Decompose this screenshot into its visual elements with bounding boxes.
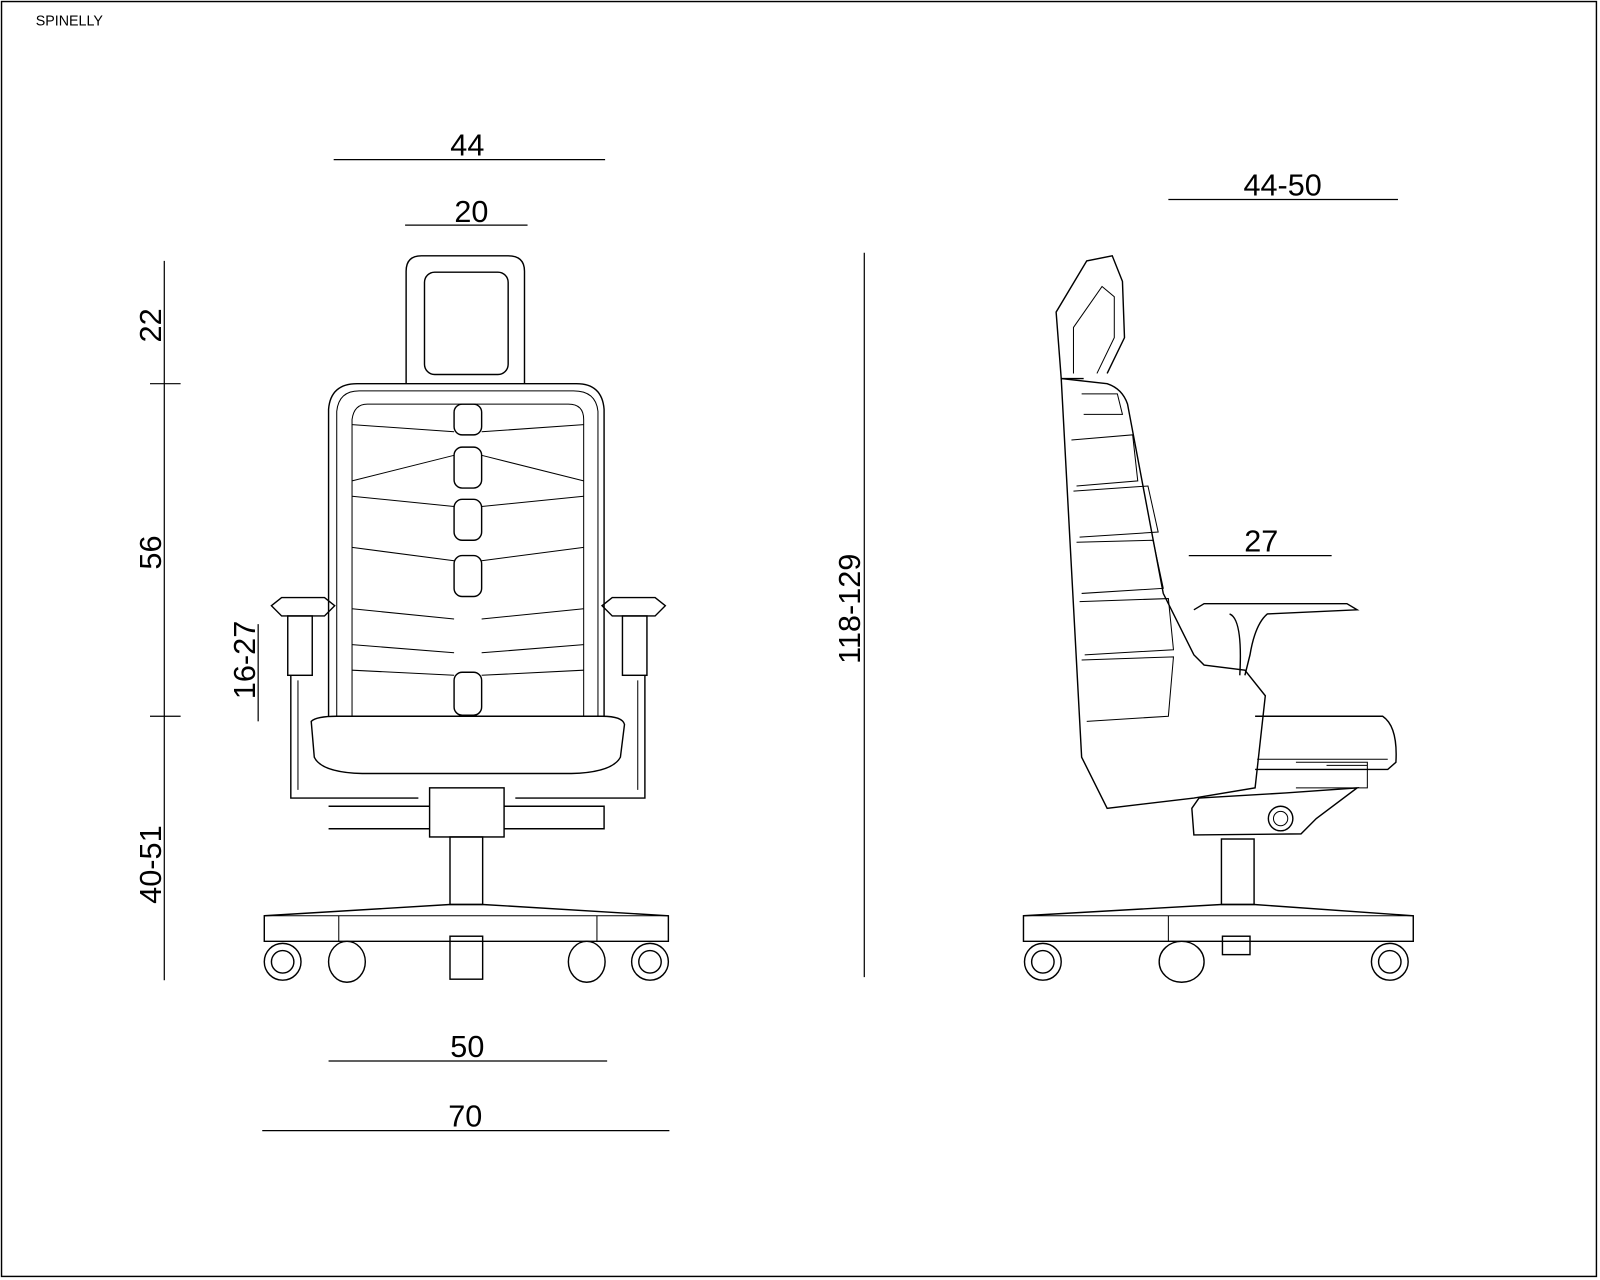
dim-headrest-width: 44 <box>450 128 484 162</box>
dim-total-height: 118-129 <box>833 554 867 664</box>
drawing-title: SPINELLY <box>36 14 104 30</box>
chair-side-view <box>1022 254 1414 983</box>
dim-seat-width: 50 <box>450 1030 484 1064</box>
front-dimensions: 44 20 22 56 40-51 16-27 50 70 <box>134 128 670 1134</box>
dim-seat-depth: 44-50 <box>1244 168 1322 202</box>
dim-headrest-inner-width: 20 <box>454 195 488 229</box>
chair-front-view <box>263 255 670 983</box>
dim-seat-height: 40-51 <box>134 825 168 903</box>
dim-backrest-height: 56 <box>134 535 168 569</box>
side-dimensions: 118-129 44-50 27 <box>833 168 1398 978</box>
dim-base-width: 70 <box>448 1099 482 1133</box>
dim-armrest-height: 16-27 <box>228 621 262 699</box>
dim-headrest-height: 22 <box>134 308 168 342</box>
dim-armrest-length: 27 <box>1244 524 1278 558</box>
